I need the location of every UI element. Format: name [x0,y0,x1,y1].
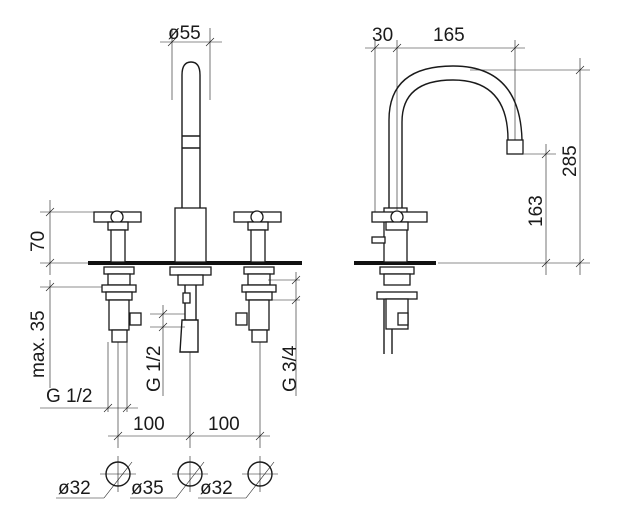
front-spout [169,61,212,353]
spacing-left-label: 100 [133,414,165,435]
dim-handle-height: 70 [28,200,96,275]
side-total-height-label: 285 [560,145,581,177]
handle-height-label: 70 [28,231,49,252]
hole-right-label: ø32 [200,478,233,499]
dim-thread-left: G 1/2 [40,342,138,413]
side-offset-label: 30 [372,25,393,46]
dim-thread-right: G 3/4 [268,272,301,396]
mounting-holes: ø32 ø35 ø32 [56,456,278,499]
spout-diameter-label: ø55 [168,23,201,44]
side-spout-height-label: 163 [526,195,547,227]
dim-side-top: 30 165 [365,25,525,212]
dim-thread-spout: G 1/2 [144,305,185,396]
dim-side-total-height: 285 [438,58,590,275]
thread-spout-label: G 1/2 [144,346,165,392]
front-right-valve [233,210,282,343]
side-spout [371,65,524,354]
front-left-valve [93,210,142,343]
dim-max-depth: max. 35 [28,280,102,388]
thread-right-label: G 3/4 [280,345,301,392]
hole-left-label: ø32 [58,478,91,499]
dim-side-spout-height: 163 [524,144,556,275]
spacing-right-label: 100 [208,414,240,435]
hole-center-label: ø35 [131,478,164,499]
dim-spout-diameter: ø55 [160,23,222,100]
side-view: 30 165 285 163 [354,25,590,354]
max-depth-label: max. 35 [28,310,49,378]
side-reach-label: 165 [433,25,465,46]
front-view: ø55 70 max. 35 G 1/2 [28,23,302,499]
thread-left-label: G 1/2 [46,386,92,407]
dim-spacing: 100 100 [108,342,270,448]
